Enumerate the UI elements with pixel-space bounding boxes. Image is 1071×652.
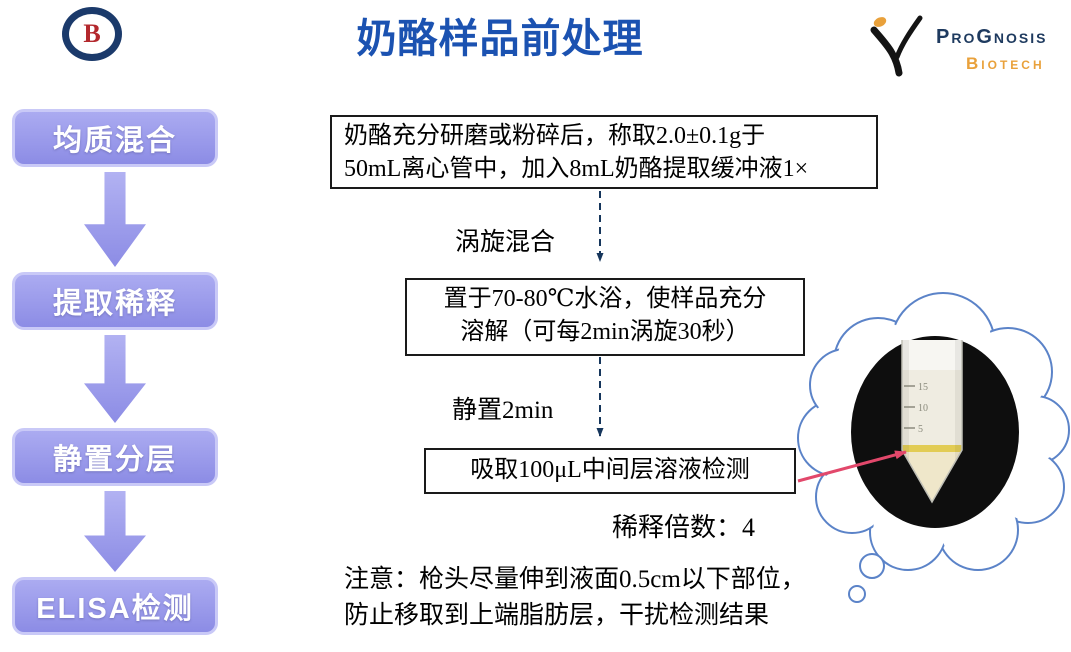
tube-photo: 15 10 5 <box>851 336 1019 528</box>
centrifuge-tube <box>902 340 962 502</box>
tube-scale-mark: 15 <box>918 382 928 393</box>
step-box-settle-layer: 静置分层 <box>12 428 218 486</box>
step-box-elisa: ELISA检测 <box>12 577 218 635</box>
process-box-waterbath: 置于70-80℃水浴，使样品充分 溶解（可每2min涡旋30秒） <box>405 278 805 356</box>
thought-bubble-cloud <box>797 292 1070 603</box>
bubble-tail-circle <box>859 553 885 579</box>
company-badge-inner: B <box>67 12 117 56</box>
tube-graduation-ticks <box>904 385 915 429</box>
step-label: ELISA检测 <box>36 593 194 625</box>
process-box-pipette: 吸取100μL中间层溶液检测 <box>424 448 796 494</box>
page-title: 奶酪样品前处理 <box>356 17 644 61</box>
step-box-extract-dilute: 提取稀释 <box>12 272 218 330</box>
tube-scale-mark: 5 <box>918 424 923 435</box>
note-text: 注意：枪头尽量伸到液面0.5cm以下部位， 防止移取到上端脂肪层，干扰检测结果 <box>344 566 806 629</box>
company-badge-letter: B <box>83 19 101 48</box>
step-label: 均质混合 <box>52 125 177 157</box>
bubble-tail-circle <box>848 585 866 603</box>
red-pointer-arrow <box>797 450 907 483</box>
step-box-homogenize: 均质混合 <box>12 109 218 167</box>
down-arrow-icon <box>84 491 146 572</box>
arrow-label-vortex: 涡旋混合 <box>455 229 556 256</box>
down-arrow-icon <box>84 335 146 423</box>
company-badge-logo: B <box>62 7 122 61</box>
dilution-factor-text: 稀释倍数：4 <box>612 513 756 542</box>
prognosis-biotech-logo: ProGnosis Biotech <box>866 8 1068 86</box>
prognosis-gamma-icon <box>870 15 923 77</box>
brand-name-text: ProGnosis <box>936 26 1048 48</box>
process-box-grind-weigh: 奶酪充分研磨或粉碎后，称取2.0±0.1g于 50mL离心管中，加入8mL奶酪提… <box>330 115 878 189</box>
step-label: 静置分层 <box>52 444 177 476</box>
down-arrow-icon <box>84 172 146 267</box>
brand-sub-text: Biotech <box>966 54 1045 73</box>
step-label: 提取稀释 <box>52 288 177 320</box>
tube-scale-mark: 10 <box>918 403 928 414</box>
arrow-label-rest: 静置2min <box>452 397 554 424</box>
